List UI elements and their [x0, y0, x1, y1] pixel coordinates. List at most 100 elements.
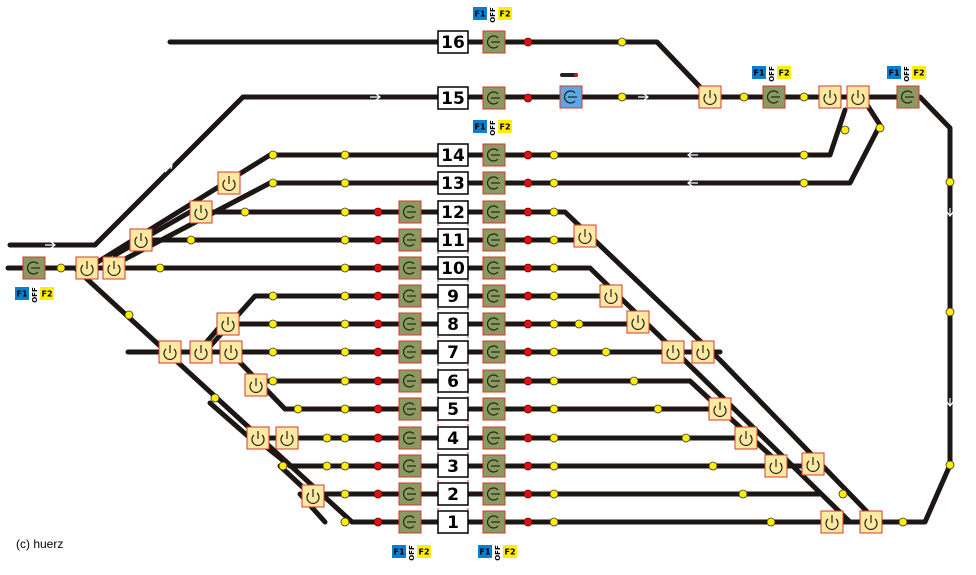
signal-button[interactable]	[398, 228, 422, 252]
switch-button[interactable]	[573, 224, 597, 248]
switch-button[interactable]	[626, 310, 650, 334]
signal-button[interactable]	[482, 340, 506, 364]
signal-button[interactable]	[482, 312, 506, 336]
signal-button[interactable]	[482, 171, 506, 195]
switch-button[interactable]	[217, 171, 241, 195]
switch-button[interactable]	[820, 510, 844, 534]
signal-button[interactable]	[398, 284, 422, 308]
signal-button[interactable]	[398, 426, 422, 450]
signal-button[interactable]	[482, 228, 506, 252]
yellow-indicator-dot	[838, 489, 848, 499]
signal-button[interactable]	[482, 454, 506, 478]
f1-key[interactable]	[392, 545, 406, 558]
yellow-indicator-dot	[340, 235, 350, 245]
signal-button[interactable]	[398, 454, 422, 478]
yellow-indicator-dot	[549, 207, 559, 217]
power-icon	[769, 462, 783, 474]
f2-key[interactable]	[498, 120, 512, 133]
signal-button-active[interactable]	[559, 85, 583, 109]
f1-key[interactable]	[752, 66, 766, 79]
signal-icon	[487, 374, 499, 388]
signal-button[interactable]	[482, 482, 506, 506]
red-indicator-dot	[523, 150, 533, 160]
power-icon	[631, 318, 645, 330]
switch-button[interactable]	[129, 228, 153, 252]
f1-key[interactable]	[473, 120, 487, 133]
switch-button[interactable]	[246, 426, 270, 450]
f1-key[interactable]	[473, 7, 487, 20]
f2-key[interactable]	[777, 66, 791, 79]
switch-button[interactable]	[301, 484, 325, 508]
switch-button[interactable]	[818, 85, 842, 109]
switch-button[interactable]	[158, 340, 182, 364]
f2-key[interactable]	[912, 66, 926, 79]
signal-button[interactable]	[482, 256, 506, 280]
red-indicator-dot	[523, 207, 533, 217]
switch-button[interactable]	[75, 256, 99, 280]
switch-button[interactable]	[102, 256, 126, 280]
track-label-16: 16	[437, 30, 469, 54]
switch-button[interactable]	[219, 340, 243, 364]
signal-button[interactable]	[482, 397, 506, 421]
signal-button[interactable]	[398, 369, 422, 393]
switch-button[interactable]	[216, 312, 240, 336]
signal-button[interactable]	[482, 143, 506, 167]
signal-button[interactable]	[482, 200, 506, 224]
switch-button[interactable]	[661, 340, 685, 364]
signal-button[interactable]	[398, 397, 422, 421]
f2-label: F2	[778, 69, 789, 78]
signal-button[interactable]	[482, 426, 506, 450]
f1-key[interactable]	[478, 545, 492, 558]
signal-button[interactable]	[762, 85, 786, 109]
f2-key[interactable]	[503, 545, 517, 558]
signal-button[interactable]	[398, 256, 422, 280]
switch-button[interactable]	[846, 85, 870, 109]
signal-button[interactable]	[482, 30, 506, 54]
yellow-indicator-dot	[340, 433, 350, 443]
signal-button[interactable]	[398, 340, 422, 364]
red-indicator-dot	[523, 433, 533, 443]
switch-button[interactable]	[698, 85, 722, 109]
f2-key[interactable]	[498, 7, 512, 20]
f1-key[interactable]	[887, 66, 901, 79]
signal-button[interactable]	[398, 482, 422, 506]
switch-button[interactable]	[244, 373, 268, 397]
signal-button[interactable]	[896, 85, 920, 109]
f2-key[interactable]	[40, 287, 54, 300]
switch-button[interactable]	[764, 454, 788, 478]
yellow-indicator-dot	[549, 517, 559, 527]
signal-button[interactable]	[22, 256, 46, 280]
signal-button[interactable]	[398, 200, 422, 224]
power-icon	[696, 348, 710, 360]
switch-button[interactable]	[189, 340, 213, 364]
yellow-indicator-dot	[340, 150, 350, 160]
switch-button[interactable]	[275, 426, 299, 450]
switch-button[interactable]	[189, 200, 213, 224]
yellow-indicator-dot	[945, 460, 955, 470]
switch-button[interactable]	[801, 452, 825, 476]
switch-button[interactable]	[708, 397, 732, 421]
signal-button[interactable]	[482, 86, 506, 110]
track-label-6: 6	[437, 369, 469, 393]
switch-button[interactable]	[599, 284, 623, 308]
signal-button[interactable]	[482, 510, 506, 534]
yellow-indicator-dot	[549, 235, 559, 245]
signal-button[interactable]	[398, 510, 422, 534]
switch-button[interactable]	[691, 340, 715, 364]
f2-key[interactable]	[417, 545, 431, 558]
signal-button[interactable]	[482, 284, 506, 308]
switch-button[interactable]	[734, 426, 758, 450]
signal-button[interactable]	[482, 369, 506, 393]
signal-button[interactable]	[398, 312, 422, 336]
f1-key[interactable]	[15, 287, 29, 300]
switch-button[interactable]	[859, 510, 883, 534]
signal-icon	[403, 345, 415, 359]
track-segment-2	[92, 94, 953, 525]
